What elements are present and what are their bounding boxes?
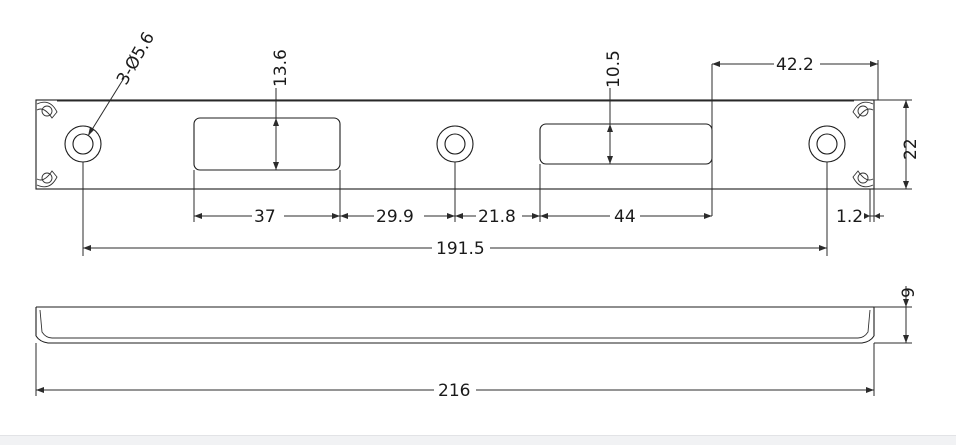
top-view: 3-Ø5.6 13.6 10.5 42.2 (35, 29, 921, 259)
side-right-bend (857, 309, 871, 339)
side-left-bend (39, 309, 53, 339)
dim-edge-offset-label: 1.2 (836, 207, 863, 227)
dim-slot-left-width-label: 37 (254, 207, 276, 227)
dim-slot-right-height (607, 88, 613, 164)
dim-hole-span (83, 245, 827, 251)
dim-thickness (874, 286, 912, 344)
dim-edge-offset (864, 213, 884, 219)
dim-right-offset (711, 60, 879, 216)
side-bottom-profile (35, 335, 875, 344)
mounting-hole-right (808, 125, 846, 163)
dim-panel-height (874, 99, 912, 190)
dim-gap-center-slot-label: 21.8 (478, 207, 516, 227)
dim-gap-left-center-label: 29.9 (376, 207, 414, 227)
slot-left (193, 117, 341, 171)
dim-slot-right-height-label: 10.5 (604, 50, 624, 88)
dim-slot-left-height-label: 13.6 (271, 49, 291, 87)
dim-slot-right-width-label: 44 (614, 207, 636, 227)
corner-ear-bottom-left (36, 170, 58, 188)
dim-right-offset-label: 42.2 (776, 55, 814, 75)
mounting-hole-left (64, 125, 102, 163)
dim-slot-left-height (273, 88, 279, 170)
dim-thickness-label: 9 (899, 287, 919, 298)
dim-hole-span-label: 191.5 (436, 239, 485, 259)
bottom-band (0, 435, 956, 445)
dim-gap-left-center (340, 213, 455, 219)
corner-ear-top-right (852, 101, 874, 119)
slot-right (539, 123, 713, 165)
corner-ear-bottom-right (852, 170, 874, 188)
dim-overall-length (35, 343, 875, 396)
dim-overall-length-label: 216 (438, 381, 470, 401)
hole-spec-leader (87, 77, 125, 137)
hole-spec-label: 3-Ø5.6 (113, 29, 159, 89)
corner-ear-top-left (36, 101, 58, 119)
dim-slot-right-width (540, 213, 712, 219)
dim-gap-center-slot (455, 213, 540, 219)
dim-slot-left-width (194, 213, 340, 219)
mounting-hole-center (436, 125, 474, 163)
side-view: 9 216 (35, 286, 919, 401)
dim-panel-height-label: 22 (901, 138, 921, 160)
